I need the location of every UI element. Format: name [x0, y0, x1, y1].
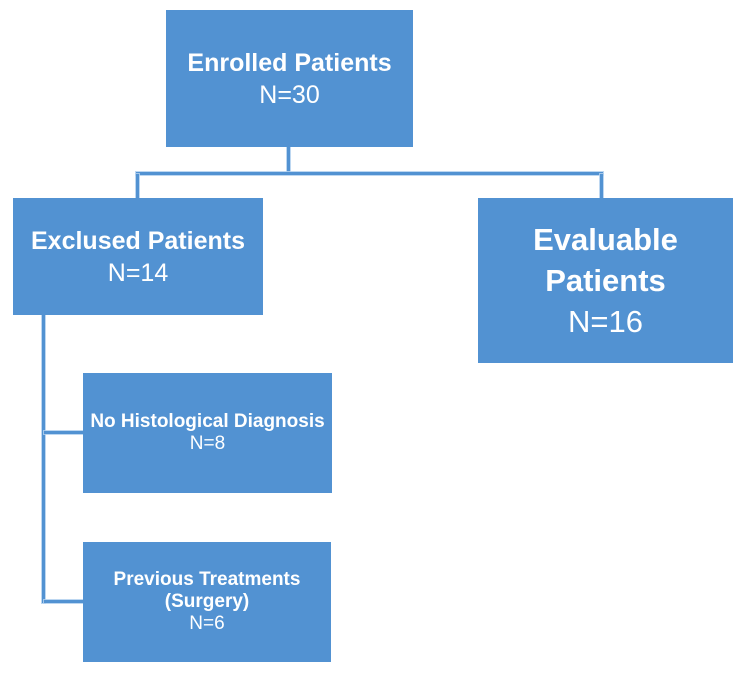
node-excluded-patients: Exclused Patients N=14	[13, 198, 263, 315]
node-value: N=30	[259, 80, 320, 109]
connector-to-evaluable-line	[600, 174, 603, 198]
node-title: Previous Treatments	[113, 569, 301, 590]
node-value: N=14	[107, 258, 169, 287]
connector-to-excluded-line	[136, 174, 139, 198]
node-title: No Histological Diagnosis	[90, 411, 325, 432]
connector-excluded-stem-line	[42, 315, 45, 603]
node-no-histological-diagnosis: No Histological Diagnosis N=8	[83, 373, 332, 493]
connector-branch-horizontal-line	[136, 172, 603, 175]
node-value: N=8	[189, 433, 226, 454]
node-evaluable-patients: Evaluable Patients N=16	[478, 198, 733, 363]
node-title: Enrolled Patients	[187, 48, 392, 77]
node-title: Evaluable Patients	[533, 222, 678, 298]
node-previous-treatments: Previous Treatments (Surgery) N=6	[83, 542, 331, 662]
node-subtitle: (Surgery)	[164, 591, 250, 612]
node-enrolled-patients: Enrolled Patients N=30	[166, 10, 413, 147]
connector-to-no-histology-line	[44, 431, 83, 434]
node-value: N=6	[189, 613, 225, 634]
connector-to-previous-treatments-line	[44, 600, 83, 603]
node-title: Exclused Patients	[31, 226, 245, 255]
connector-enrolled-down-line	[287, 147, 290, 173]
node-value: N=16	[568, 304, 643, 339]
